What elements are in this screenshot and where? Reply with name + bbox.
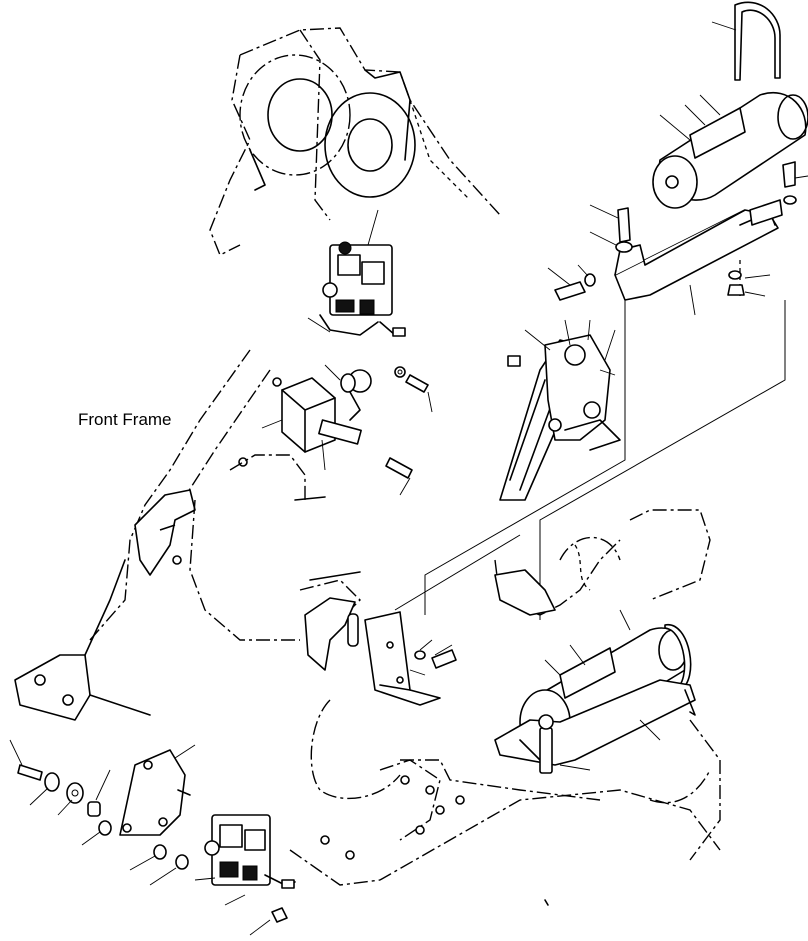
rear-frame-tower (209, 27, 501, 256)
lower-control-valve (194, 814, 296, 936)
junction-box (238, 377, 336, 467)
upper-accumulator (614, 1, 808, 316)
loader-arm-assembly (499, 319, 621, 501)
front-frame (14, 349, 326, 721)
lower-bracket (299, 571, 457, 706)
lower-accumulator (494, 609, 696, 774)
accumulator-upper-bolts (547, 204, 633, 301)
front-frame-label: Front Frame (78, 410, 172, 429)
hardware-set (9, 739, 189, 886)
solenoid-switch (318, 364, 372, 471)
assembly-guide-lines (394, 300, 786, 620)
mid-frame-section (494, 509, 711, 616)
lower-chassis (289, 699, 721, 906)
mounting-plate (119, 744, 196, 836)
valve-mount-bolts (385, 366, 433, 496)
upper-control-valve (307, 209, 406, 337)
